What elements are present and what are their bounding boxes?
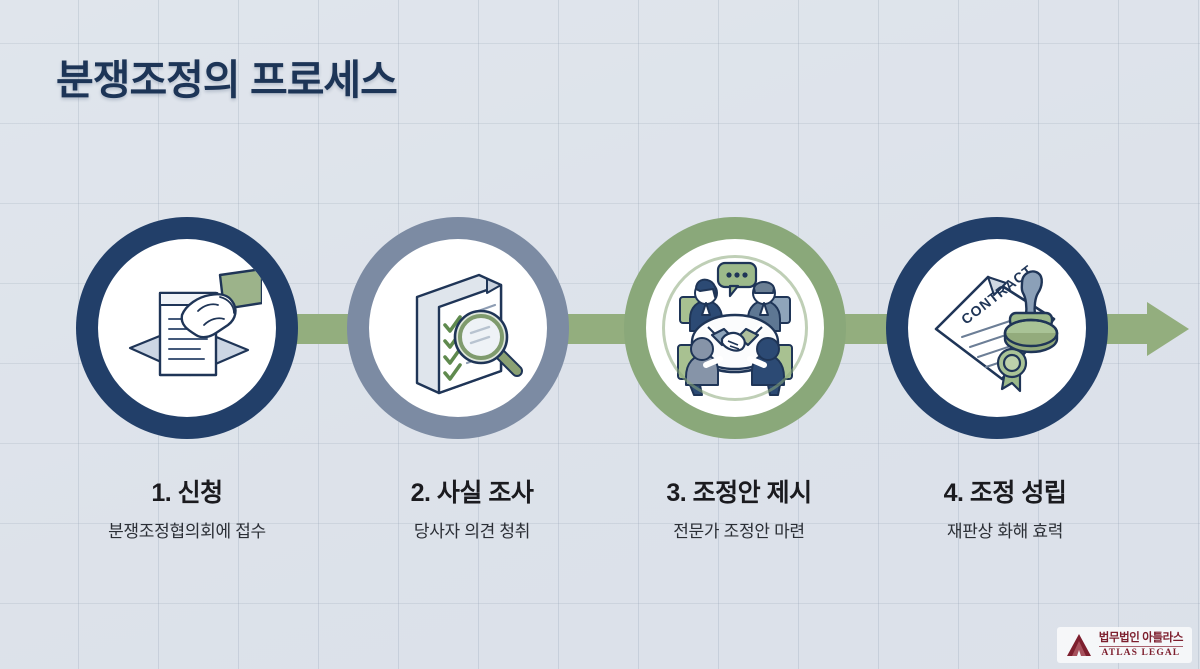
step-node-2[interactable] bbox=[347, 217, 569, 439]
step-caption-1: 1. 신청 분쟁조정협의회에 접수 bbox=[37, 479, 337, 542]
brand-logo: 법무법인 아틀라스 ATLAS LEGAL bbox=[1056, 626, 1192, 663]
step-1-subtitle: 분쟁조정협의회에 접수 bbox=[108, 521, 266, 541]
step-node-3[interactable] bbox=[624, 217, 846, 439]
step-4-icon-area: CONTRACT bbox=[908, 239, 1086, 417]
step-caption-4: 4. 조정 성립 재판상 화해 효력 bbox=[855, 479, 1155, 542]
logo-korean-name: 법무법인 아틀라스 bbox=[1098, 631, 1184, 644]
step-4-title: 4. 조정 성립 bbox=[943, 479, 1067, 507]
logo-english-name: ATLAS LEGAL bbox=[1098, 646, 1183, 658]
step-3-title: 3. 조정안 제시 bbox=[666, 479, 812, 507]
step-caption-3: 3. 조정안 제시 전문가 조정안 마련 bbox=[589, 479, 889, 542]
step-caption-2: 2. 사실 조사 당사자 의견 청취 bbox=[322, 479, 622, 542]
step-4-subtitle: 재판상 화해 효력 bbox=[946, 521, 1064, 541]
step-1-ring bbox=[76, 217, 298, 439]
step-node-1[interactable] bbox=[76, 217, 298, 439]
document-submission-icon bbox=[128, 267, 262, 377]
arrow-head-icon bbox=[1147, 302, 1189, 356]
logo-text-block: 법무법인 아틀라스 ATLAS LEGAL bbox=[1098, 631, 1184, 658]
atlas-triangle-icon bbox=[1066, 633, 1091, 656]
step-2-ring bbox=[347, 217, 569, 439]
roundtable-handshake-icon bbox=[677, 261, 793, 396]
step-4-ring: CONTRACT bbox=[886, 217, 1108, 439]
step-3-ring bbox=[624, 217, 846, 439]
step-2-icon-area bbox=[369, 239, 547, 417]
checklist-magnifier-icon bbox=[415, 273, 523, 395]
step-2-title: 2. 사실 조사 bbox=[410, 479, 534, 507]
step-3-icon-area bbox=[646, 239, 824, 417]
step-3-subtitle: 전문가 조정안 마련 bbox=[673, 521, 805, 541]
step-node-4[interactable]: CONTRACT bbox=[886, 217, 1108, 439]
step-2-subtitle: 당사자 의견 청취 bbox=[413, 521, 531, 541]
contract-stamp-icon: CONTRACT bbox=[934, 261, 1059, 393]
page-title: 분쟁조정의 프로세스 bbox=[56, 57, 398, 103]
step-1-title: 1. 신청 bbox=[151, 479, 223, 507]
step-1-icon-area bbox=[98, 239, 276, 417]
